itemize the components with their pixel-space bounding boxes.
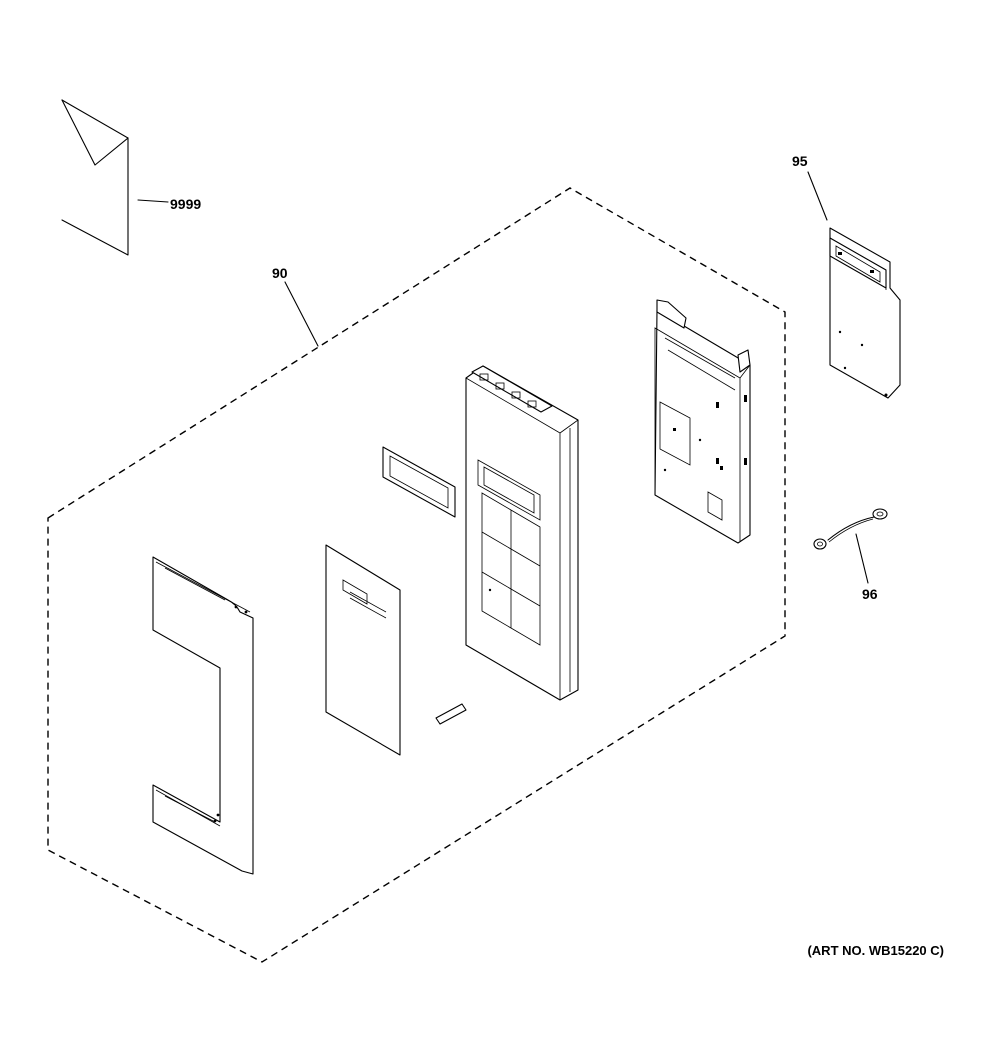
callout-96: 96 (862, 586, 878, 602)
art-number: (ART NO. WB15220 C) (807, 943, 944, 958)
callout-90: 90 (272, 265, 288, 281)
display-window-gasket (382, 446, 456, 518)
part-96-wire-harness (813, 508, 888, 584)
keypad-housing (465, 365, 579, 701)
callout-9999: 9999 (170, 196, 201, 212)
control-board (654, 299, 751, 544)
membrane-overlay (325, 544, 401, 756)
connector-pin (435, 703, 467, 725)
part-90-assembly-boundary (47, 187, 786, 963)
control-panel-frame (152, 556, 254, 875)
part-9999-literature (61, 99, 169, 256)
part-95-display-board (807, 171, 901, 399)
callout-95: 95 (792, 153, 808, 169)
